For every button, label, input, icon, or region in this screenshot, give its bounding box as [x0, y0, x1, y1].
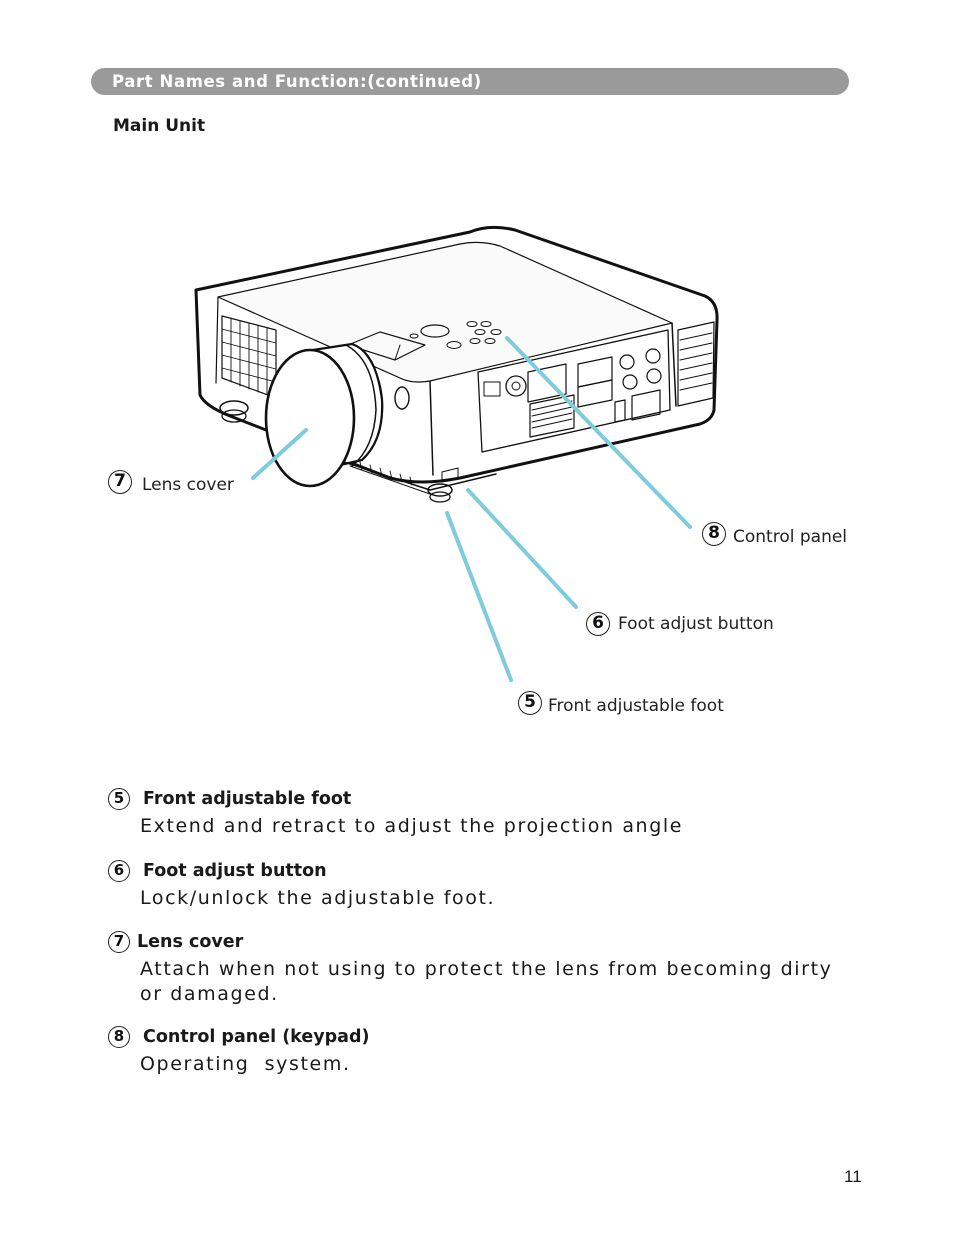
callout-number-front-adjustable-foot: 5: [518, 691, 542, 715]
callout-number-lens-cover: 7: [108, 470, 132, 494]
section-header-bar: Part Names and Function:(continued): [91, 68, 849, 95]
desc-title-lens-cover: Lens cover: [137, 932, 244, 952]
desc-title-front-adjustable-foot: Front adjustable foot: [143, 789, 352, 809]
desc-title-foot-adjust-button: Foot adjust button: [143, 861, 327, 881]
callout-label-lens-cover: Lens cover: [142, 475, 234, 495]
callout-number-foot-adjust-button: 6: [586, 612, 610, 636]
desc-number-front-adjustable-foot: 5: [108, 788, 130, 810]
callout-label-control-panel: Control panel: [733, 527, 848, 547]
section-header-title: Part Names and Function:(continued): [112, 72, 482, 91]
desc-text-front-adjustable-foot: Extend and retract to adjust the project…: [140, 815, 684, 837]
desc-number-foot-adjust-button: 6: [108, 860, 130, 882]
section-title: Main Unit: [113, 116, 206, 136]
desc-title-control-panel: Control panel (keypad): [143, 1027, 370, 1047]
projector-illustration: [194, 225, 719, 682]
callout-number-control-panel: 8: [702, 522, 726, 546]
desc-text-foot-adjust-button: Lock/unlock the adjustable foot.: [140, 887, 496, 909]
desc-number-control-panel: 8: [108, 1026, 130, 1048]
desc-number-lens-cover: 7: [108, 931, 130, 953]
callout-label-foot-adjust-button: Foot adjust button: [618, 614, 774, 634]
desc-text-lens-cover: Attach when not using to protect the len…: [140, 958, 833, 1005]
callout-label-front-adjustable-foot: Front adjustable foot: [548, 696, 724, 716]
page-number: 11: [844, 1167, 862, 1186]
desc-text-control-panel: Operating system.: [140, 1053, 351, 1075]
